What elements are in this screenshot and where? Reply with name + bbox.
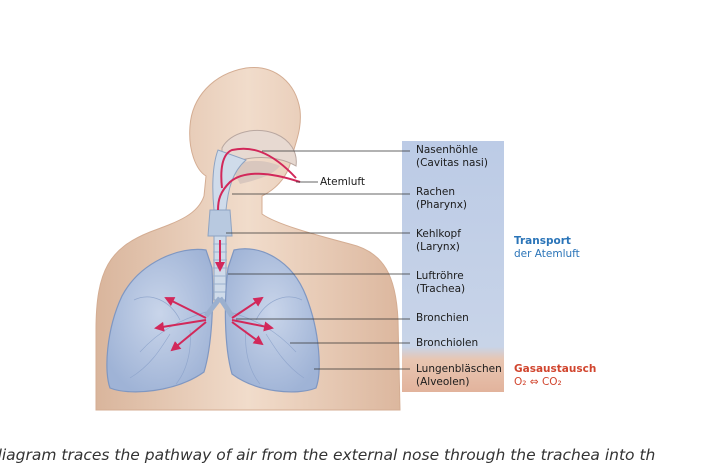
label-bronchi-title: Bronchien (416, 312, 469, 324)
figure-caption: diagram traces the pathway of air from t… (0, 446, 705, 470)
label-bronchi: Bronchien (416, 312, 469, 325)
transport-subtitle: der Atemluft (514, 248, 580, 260)
gas-exchange-formula: O₂ ⇔ CO₂ (514, 376, 562, 388)
gas-exchange-note: Gasaustausch O₂ ⇔ CO₂ (514, 363, 596, 389)
label-trachea-title: Luftröhre (416, 270, 464, 282)
label-alveoli-sub: (Alveolen) (416, 376, 470, 388)
label-larynx-sub: (Larynx) (416, 241, 460, 253)
label-nasal-cavity-title: Nasenhöhle (416, 144, 478, 156)
label-alveoli-title: Lungenbläschen (416, 363, 502, 375)
left-lung (224, 248, 320, 393)
label-trachea-sub: (Trachea) (416, 283, 466, 295)
transport-title: Transport (514, 235, 571, 247)
right-lung (106, 248, 214, 393)
gas-exchange-title: Gasaustausch (514, 363, 597, 375)
label-nasal-cavity: Nasenhöhle (Cavitas nasi) (416, 144, 488, 170)
label-alveoli: Lungenbläschen (Alveolen) (416, 363, 502, 389)
label-pharynx-sub: (Pharynx) (416, 199, 468, 211)
figure-caption-text: diagram traces the pathway of air from t… (0, 446, 656, 464)
label-larynx-title: Kehlkopf (416, 228, 461, 240)
label-pharynx: Rachen (Pharynx) (416, 186, 467, 212)
label-trachea: Luftröhre (Trachea) (416, 270, 465, 296)
leader-lines (226, 150, 410, 370)
transport-note: Transport der Atemluft (514, 235, 580, 261)
airflow-arrows (154, 147, 301, 352)
lungs (106, 248, 320, 393)
air-label: Atemluft (320, 176, 366, 188)
label-bronchioles: Bronchiolen (416, 337, 478, 350)
label-nasal-cavity-sub: (Cavitas nasi) (416, 157, 488, 169)
label-bronchioles-title: Bronchiolen (416, 337, 479, 349)
annotation-band (402, 141, 504, 392)
label-larynx: Kehlkopf (Larynx) (416, 228, 461, 254)
label-pharynx-title: Rachen (416, 186, 456, 198)
